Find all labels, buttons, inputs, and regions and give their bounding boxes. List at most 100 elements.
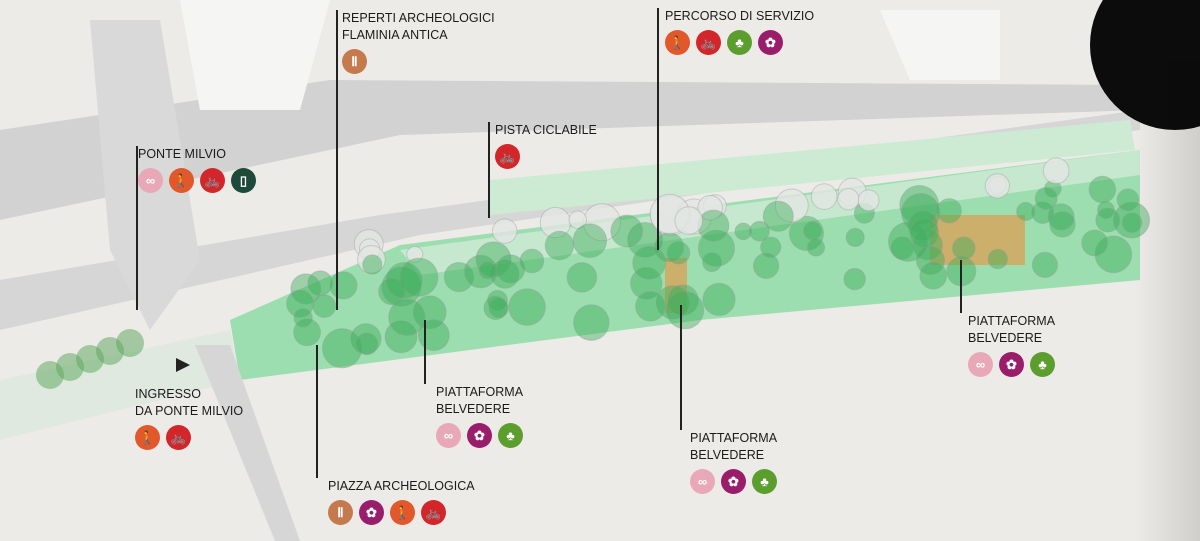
binoculars-icon: ∞ (968, 352, 993, 377)
tree (1094, 235, 1133, 274)
tree (362, 254, 383, 275)
drink-icon: ▯ (231, 168, 256, 193)
bike-path (490, 120, 1135, 215)
tree (909, 218, 940, 248)
leader-line (680, 305, 682, 430)
tree (1088, 175, 1117, 204)
flower-icon: ✿ (359, 500, 384, 525)
label-belvedere-2: PiattaformaBelvedere ∞✿♣ (690, 430, 777, 494)
tree (355, 332, 379, 356)
trees (36, 157, 1151, 389)
tree (702, 282, 736, 317)
label-text: da Ponte Milvio (135, 404, 244, 418)
label-text: Piattaforma (968, 314, 1056, 328)
tree (665, 291, 705, 330)
label-belvedere-3: PiattaformaBelvedere∞✿♣ (968, 313, 1055, 377)
tree (1116, 188, 1140, 211)
tree (1121, 212, 1143, 233)
tree (907, 210, 939, 241)
binoculars-icon: ∞ (690, 469, 715, 494)
label-text: Belvedere (436, 402, 511, 416)
walk-icon: 🚶 (169, 168, 194, 193)
tree (384, 320, 418, 354)
tree (1081, 229, 1109, 257)
tree (857, 189, 880, 212)
tree (495, 254, 526, 284)
tree (406, 245, 424, 263)
tree (388, 298, 426, 337)
label-text: Pista ciclabile (495, 123, 597, 137)
tree (566, 262, 598, 293)
label-text: Reperti archeologici (342, 11, 495, 25)
tree-icon: ♣ (498, 423, 523, 448)
tree (627, 222, 663, 258)
tree (572, 223, 608, 259)
column-icon: Ⅱ (328, 500, 353, 525)
tree (984, 173, 1011, 199)
label-ponte-milvio: Ponte Milvio∞🚶🚲▯ (138, 146, 256, 193)
tree (116, 329, 144, 357)
tree (951, 236, 976, 261)
leader-line (136, 146, 138, 310)
label-reperti: Reperti archeologiciFlaminia anticaⅡ (342, 10, 495, 74)
binoculars-icon: ∞ (436, 423, 461, 448)
tree (890, 236, 914, 260)
leader-line (488, 122, 490, 218)
bike-icon: 🚲 (495, 144, 520, 169)
tree (1097, 200, 1115, 219)
tree (293, 318, 322, 347)
tree (702, 252, 722, 273)
tree (1016, 201, 1036, 221)
label-percorso: Percorso di servizio🚶🚲♣✿ (665, 8, 814, 55)
tree-icon: ♣ (752, 469, 777, 494)
tree (734, 222, 753, 241)
label-pista: Pista ciclabile 🚲 (495, 122, 597, 169)
label-text: Piattaforma (436, 385, 524, 399)
tree (307, 270, 334, 296)
tree (312, 294, 337, 318)
tree (412, 295, 447, 330)
tree (492, 218, 518, 244)
tree (987, 248, 1009, 270)
tree (293, 308, 313, 328)
walk-icon: 🚶 (135, 425, 160, 450)
label-text: Ingresso (135, 387, 201, 401)
tree (483, 295, 508, 321)
belvedere-platform (665, 258, 687, 313)
tree (1031, 201, 1054, 224)
tree (1113, 201, 1151, 239)
tree (760, 236, 782, 258)
label-text: Piattaforma (690, 431, 778, 445)
tree (357, 245, 386, 274)
tree (806, 238, 826, 257)
tree (774, 188, 809, 223)
tree (900, 193, 941, 233)
column-icon: Ⅱ (342, 49, 367, 74)
tree (329, 271, 358, 300)
tree (635, 290, 666, 322)
tree (399, 257, 439, 297)
leader-line (424, 320, 426, 384)
walk-icon: 🚶 (665, 30, 690, 55)
label-text: Belvedere (690, 448, 765, 462)
tree (568, 210, 587, 229)
tree (544, 230, 575, 261)
bike-icon: 🚲 (200, 168, 225, 193)
tree (321, 328, 363, 369)
tree (802, 221, 823, 241)
flower-icon: ✿ (721, 469, 746, 494)
tree (919, 261, 948, 290)
tree (667, 284, 699, 316)
leader-line (336, 10, 338, 310)
flower-icon: ✿ (999, 352, 1024, 377)
flower-icon: ✿ (758, 30, 783, 55)
leader-line (316, 345, 318, 478)
bike-icon: 🚲 (166, 425, 191, 450)
entrance-arrow-icon (176, 358, 190, 372)
tree (1042, 157, 1070, 185)
tree (936, 198, 962, 224)
tree (519, 248, 545, 274)
tree (666, 241, 691, 265)
tree-icon: ♣ (727, 30, 752, 55)
